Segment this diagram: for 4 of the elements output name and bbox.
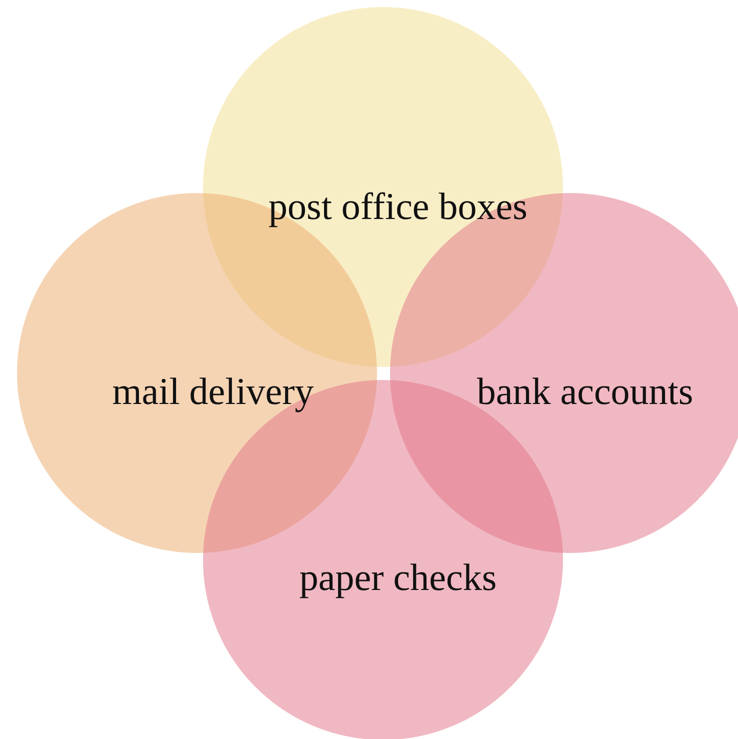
- circle-label: post office boxes: [268, 188, 528, 226]
- circle-label: mail delivery: [112, 373, 314, 411]
- circle-label: paper checks: [299, 559, 497, 597]
- circle-label: bank accounts: [476, 373, 694, 411]
